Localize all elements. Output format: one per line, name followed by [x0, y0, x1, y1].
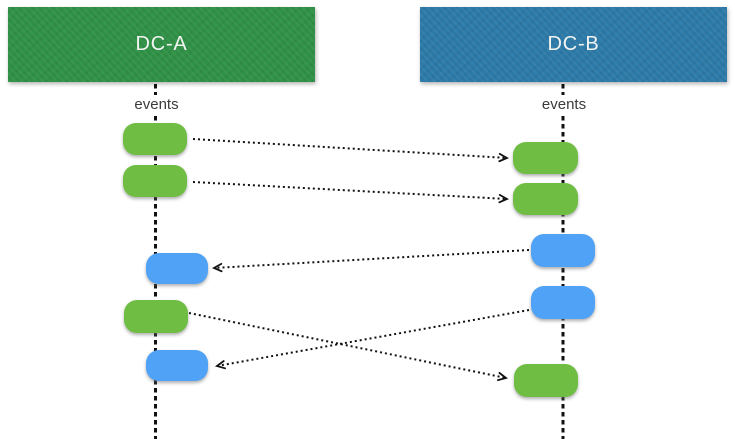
event-box-b1	[513, 142, 578, 174]
event-box-a3	[146, 253, 208, 284]
replication-arrow-a4-to-b5	[188, 312, 508, 382]
dc-b-title: DC-B	[547, 33, 600, 55]
dc-b-header: DC-B	[420, 7, 727, 82]
event-box-a2	[123, 165, 187, 197]
dc-a-events-label: events	[130, 95, 183, 115]
event-box-a4	[124, 300, 188, 333]
event-box-b4	[531, 286, 595, 319]
event-box-b2	[513, 183, 578, 215]
event-box-b3	[531, 234, 595, 267]
dc-a-title: DC-A	[135, 33, 188, 55]
event-box-b5	[514, 364, 578, 397]
dc-a-header: DC-A	[8, 7, 315, 82]
event-box-a5	[146, 350, 208, 381]
event-box-a1	[123, 123, 187, 155]
dc-b-events-label: events	[537, 95, 591, 115]
